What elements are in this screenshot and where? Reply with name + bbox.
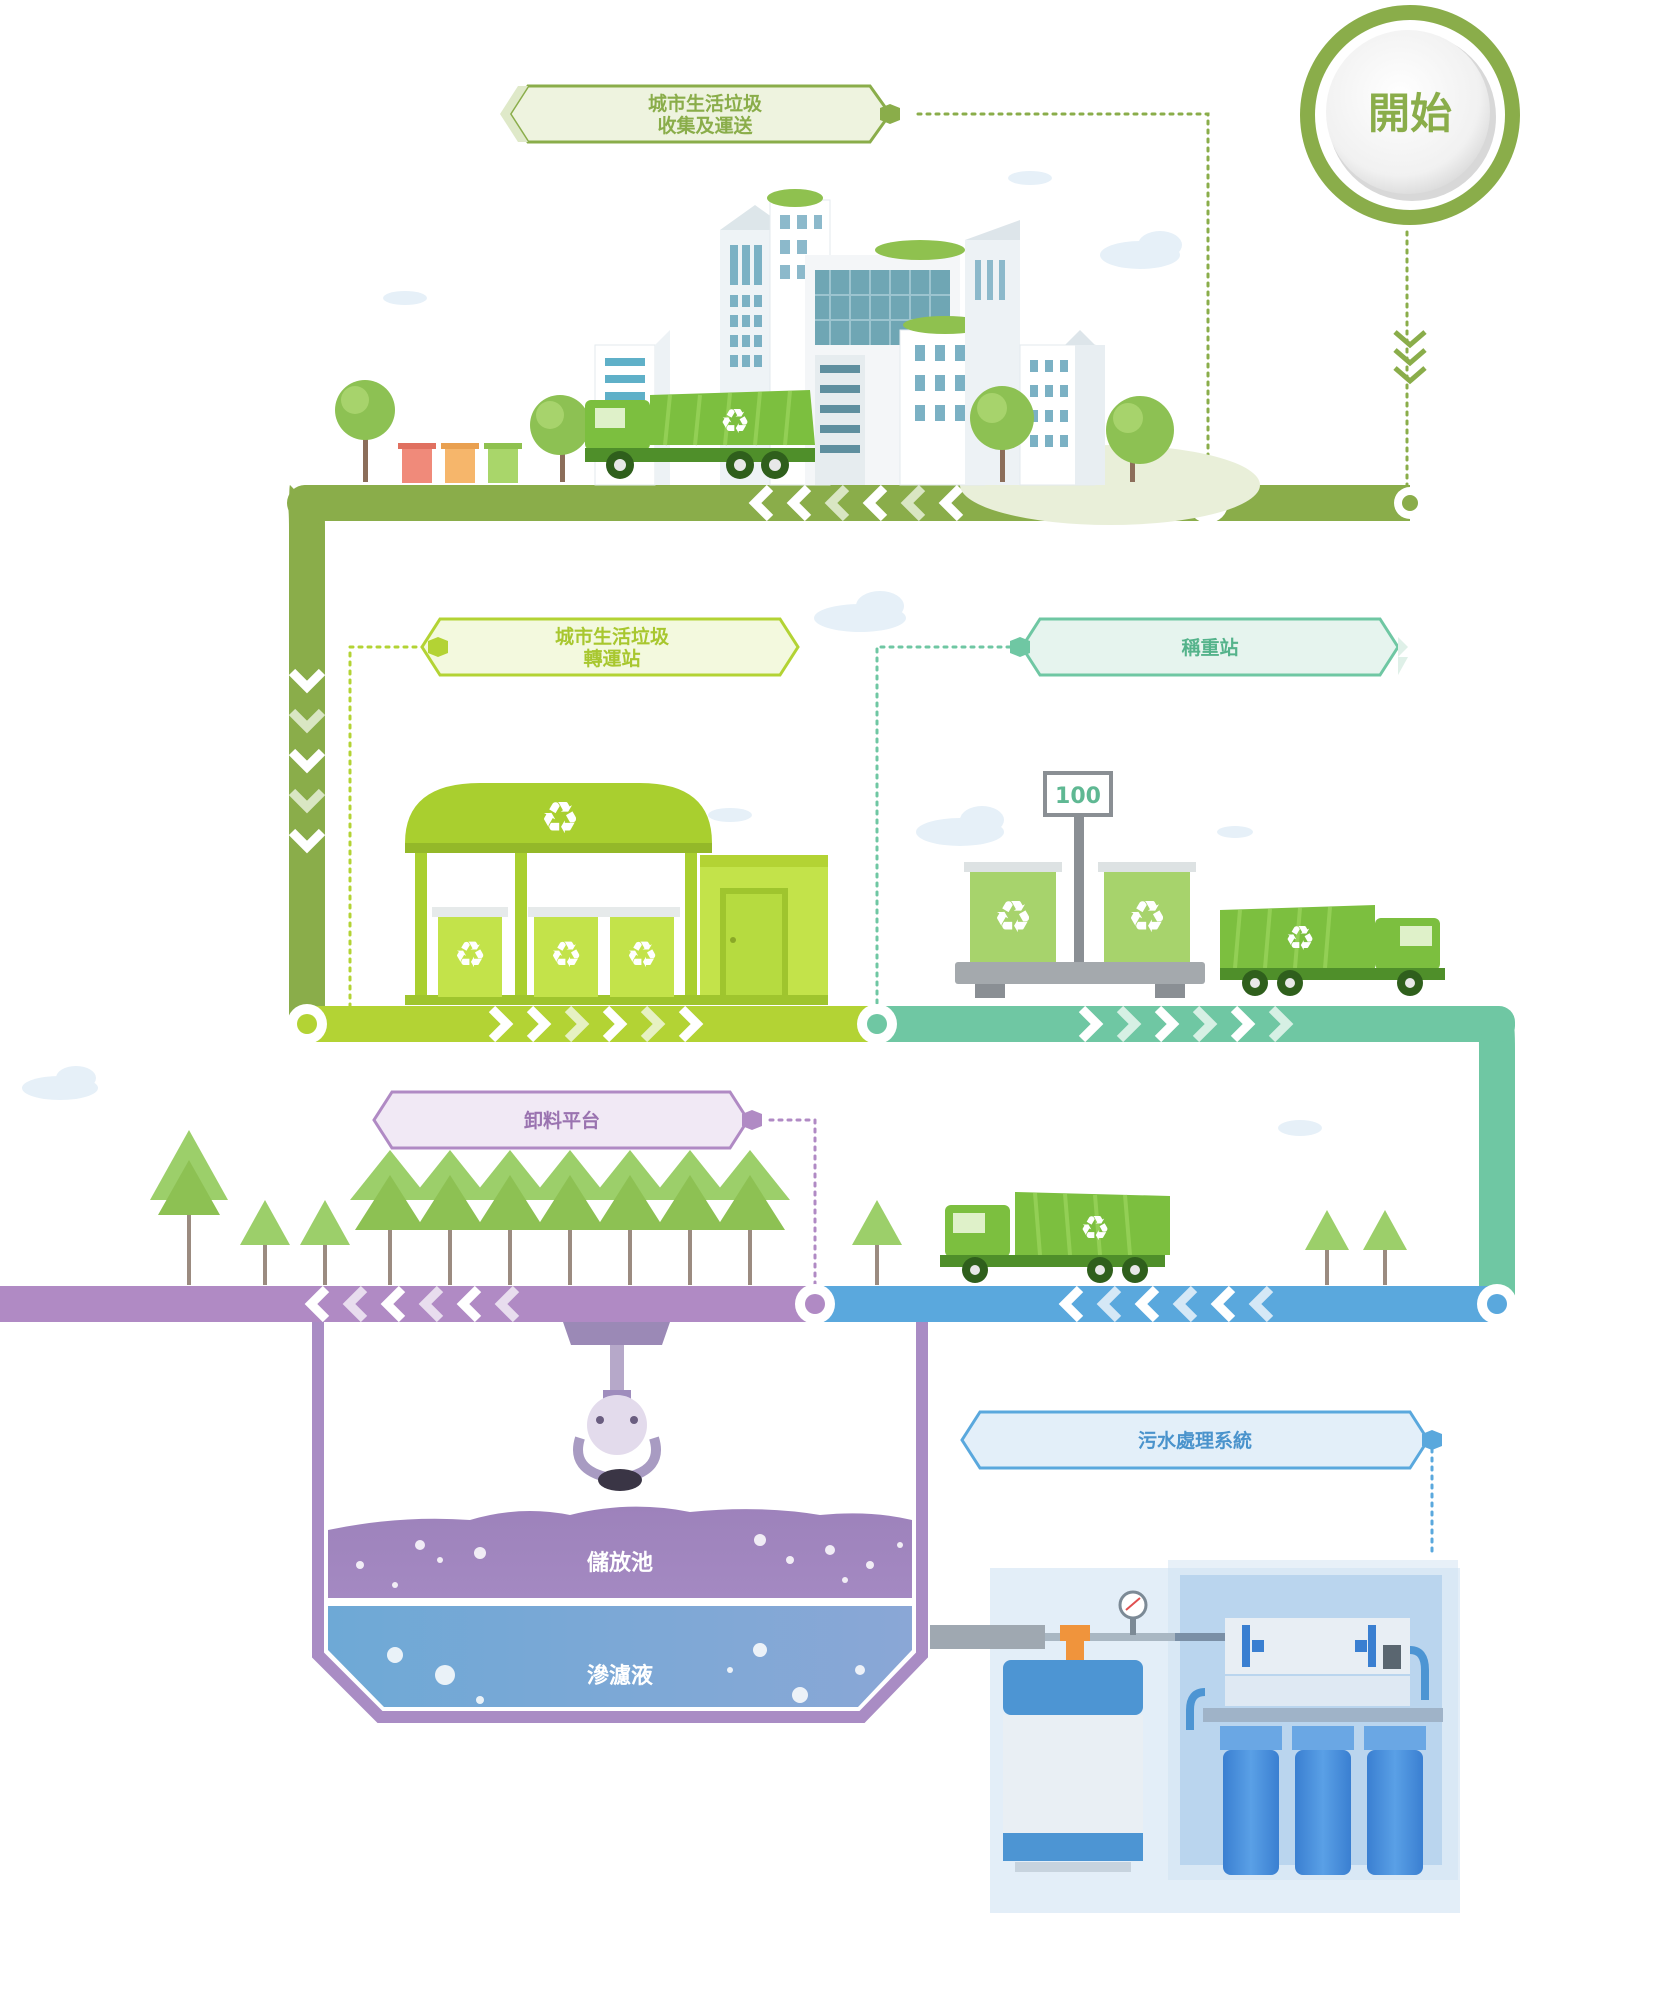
cloud-icon — [383, 291, 427, 305]
tree-icon — [335, 380, 395, 482]
water-treatment-system — [930, 1560, 1460, 1913]
recycle-icon: ♻ — [454, 935, 486, 976]
tree-icon — [1363, 1210, 1407, 1285]
storage-label: 儲放池 — [587, 1550, 653, 1576]
recycle-icon: ♻ — [540, 793, 579, 844]
chevrons-outbound — [1058, 1285, 1274, 1323]
banner-transfer: 城市生活垃圾 轉運站 — [420, 617, 800, 677]
chevrons-transfer — [488, 1005, 704, 1043]
sewage-label: 污水處理系統 — [1138, 1429, 1252, 1452]
banner-weigh: 稱重站 — [1010, 617, 1408, 677]
tree-icon — [1106, 396, 1174, 482]
small-bins — [398, 443, 522, 483]
connector-lines — [348, 112, 1434, 1557]
tree-icon — [300, 1200, 350, 1285]
cloud-icon — [708, 808, 752, 822]
cloud-icon — [22, 1066, 98, 1100]
transfer-label-1: 城市生活垃圾 — [555, 625, 670, 648]
tree-icon — [150, 1130, 228, 1285]
tree-icon — [240, 1200, 290, 1285]
leachate-label: 滲濾液 — [587, 1663, 653, 1689]
tree-icon — [852, 1200, 902, 1285]
bins-transfer: ♻ ♻ ♻ — [432, 907, 680, 997]
recycle-icon: ♻ — [1127, 892, 1166, 943]
cloud-icon — [1008, 171, 1052, 185]
garbage-truck-outbound: ♻ — [940, 1192, 1170, 1283]
weigh-station: 100 ♻ ♻ — [955, 771, 1205, 998]
clouds — [22, 171, 1322, 1136]
cloud-icon — [1278, 1120, 1322, 1136]
recycle-icon: ♻ — [720, 402, 750, 442]
garbage-truck-weigh: ♻ — [1220, 905, 1445, 996]
track-corners — [289, 485, 1515, 1042]
start-button[interactable]: 開始 — [1300, 5, 1520, 225]
tree-icon — [1305, 1210, 1349, 1285]
recycle-icon: ♻ — [550, 935, 582, 976]
recycle-icon: ♻ — [1080, 1209, 1110, 1249]
storage-pit: 儲放池 滲濾液 — [312, 1322, 928, 1723]
chevron-down-icon — [1393, 330, 1427, 385]
collection-label-1: 城市生活垃圾 — [648, 92, 763, 115]
cloud-icon — [916, 806, 1004, 846]
chevrons-unload — [304, 1285, 520, 1323]
cloud-icon — [814, 591, 906, 632]
cloud-icon — [1217, 826, 1253, 838]
banner-collection: 城市生活垃圾 收集及運送 — [500, 84, 900, 144]
weigh-label: 稱重站 — [1181, 636, 1238, 659]
start-label: 開始 — [1368, 89, 1452, 138]
banner-sewage: 污水處理系統 — [960, 1410, 1442, 1470]
chevrons-collection — [748, 484, 964, 522]
crane-grab — [563, 1322, 670, 1491]
banner-unload: 卸料平台 — [372, 1090, 762, 1150]
unload-label: 卸料平台 — [524, 1109, 600, 1132]
transfer-station: ♻ ♻ ♻ ♻ — [405, 783, 828, 1005]
tree-icon — [530, 395, 590, 482]
garbage-truck-city: ♻ — [585, 390, 815, 479]
chevrons-weigh — [1078, 1005, 1294, 1043]
forest — [150, 1130, 1407, 1285]
city-trees — [335, 380, 1174, 482]
recycle-icon: ♻ — [626, 935, 658, 976]
collection-label-2: 收集及運送 — [657, 114, 753, 137]
transfer-label-2: 轉運站 — [583, 647, 640, 670]
scale-display: 100 — [1055, 784, 1101, 809]
recycle-icon: ♻ — [993, 892, 1032, 943]
tree-icon — [970, 386, 1034, 482]
chevrons-down — [288, 668, 326, 854]
recycle-icon: ♻ — [1285, 919, 1315, 959]
gauge-icon — [1118, 1590, 1148, 1635]
cloud-icon — [1100, 231, 1182, 269]
